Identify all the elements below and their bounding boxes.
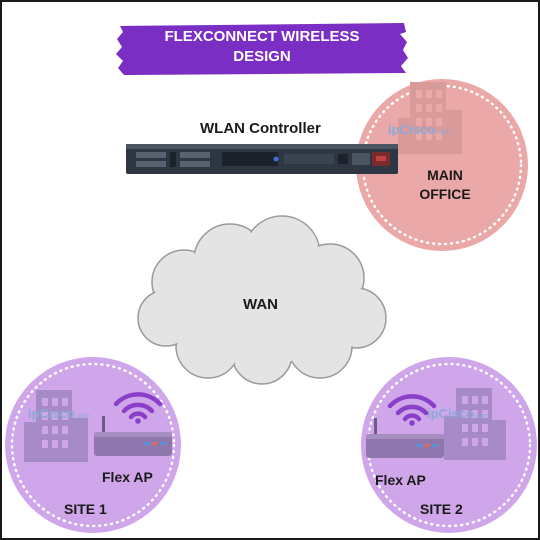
site1-ap-device-icon (94, 416, 172, 456)
site2-wifi-icon (387, 394, 437, 426)
main-office-label: MAIN OFFICE (419, 167, 471, 202)
site1-building-icon (24, 390, 88, 462)
site2-label: SITE 2 (420, 501, 463, 517)
site2-ap-device-icon (366, 418, 444, 458)
wan-label: WAN (243, 296, 278, 313)
site2-watermark: ipCisco.com (427, 406, 490, 421)
title-banner (116, 23, 408, 75)
diagram-title: FLEXCONNECT WIRELESS DESIGN (164, 28, 360, 65)
site2-ap-label: Flex AP (375, 472, 426, 488)
wlan-controller-icon (126, 144, 398, 174)
site1-watermark: ipCisco.com (28, 406, 91, 421)
site1-label: SITE 1 (64, 501, 107, 517)
site2-building-icon (444, 388, 506, 460)
site1-ap-label: Flex AP (102, 469, 153, 485)
site1-wifi-icon (113, 392, 163, 424)
main-office-watermark: ipCisco.com (388, 122, 451, 137)
main-office-building-icon (398, 82, 462, 154)
controller-label: WLAN Controller (200, 120, 321, 137)
wan-cloud-icon (137, 215, 387, 385)
